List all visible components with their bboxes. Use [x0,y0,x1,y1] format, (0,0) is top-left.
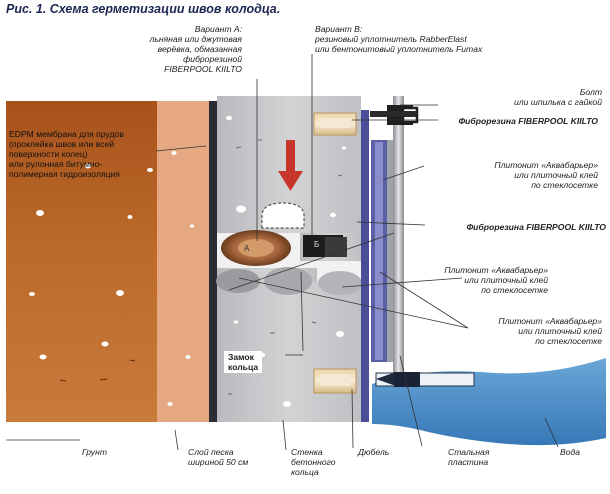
label-variant-b: Вариант В: резиновый уплотнитель RabberE… [315,24,483,54]
label-water: Вода [560,447,581,457]
label-wall: Стенка бетонного кольца [291,447,336,477]
label-plitonit-2: Плитонит «Аквабарьер» или плиточный клей… [444,265,548,295]
membrane-layer [209,101,217,422]
concrete-specks [228,139,343,395]
label-bolt: Болт или шпилька с гайкой [513,87,602,107]
water-body [372,358,606,446]
inner-lining [361,110,369,422]
steel-rod [393,96,404,422]
dowel-head [394,372,420,387]
glass-mesh-inner [375,142,383,360]
label-fiberrubber-2: Фиброрезина FIBERPOOL KIILTO [466,222,606,232]
soil-pores [29,163,153,360]
label-epdm: EDPM мембрана для прудов (проклейка швов… [9,129,124,179]
label-fiberrubber-1: Фиброрезина FIBERPOOL KIILTO [458,116,598,126]
label-variant-a: Вариант А: льняная или джутовая верёвка,… [149,24,242,74]
bolt-shank-top [370,111,416,117]
rubber-pad-top-inner [320,118,350,128]
label-sand: Слой песка шириной 50 см [188,447,249,467]
down-arrow-head [278,171,303,191]
seal-blob-mid [264,267,312,295]
seal-blob-right [318,271,362,295]
steel-plate [387,140,393,362]
rope-outline [261,202,305,229]
figure-title: Рис. 1. Схема герметизации швов колодца. [6,2,281,16]
marker-a: А [244,244,250,253]
label-dowel: Дюбель [358,447,390,457]
down-arrow-shaft [286,140,295,173]
label-steel-plate: Стальная пластина [448,447,490,467]
dowel-tip [376,372,396,386]
rubber-seal-shade [325,237,347,257]
rope-ring-inner [238,239,274,257]
sand-pores [167,151,194,406]
concrete-pores [226,115,346,407]
label-plitonit-3: Плитонит «Аквабарьер» или плиточный клей… [498,316,602,346]
soil-layer [6,101,157,422]
rubber-pad-bottom-inner [320,374,350,386]
soil-specks [59,359,136,382]
label-plitonit-1: Плитонит «Аквабарьер» или плиточный клей… [494,160,598,190]
label-ring-lock: Замок кольца [224,351,263,373]
leader-lines [6,54,559,451]
label-soil: Грунт [82,447,107,457]
seal-blob-left [216,269,260,293]
sand-layer [157,101,209,422]
marker-b: Б [314,240,320,249]
